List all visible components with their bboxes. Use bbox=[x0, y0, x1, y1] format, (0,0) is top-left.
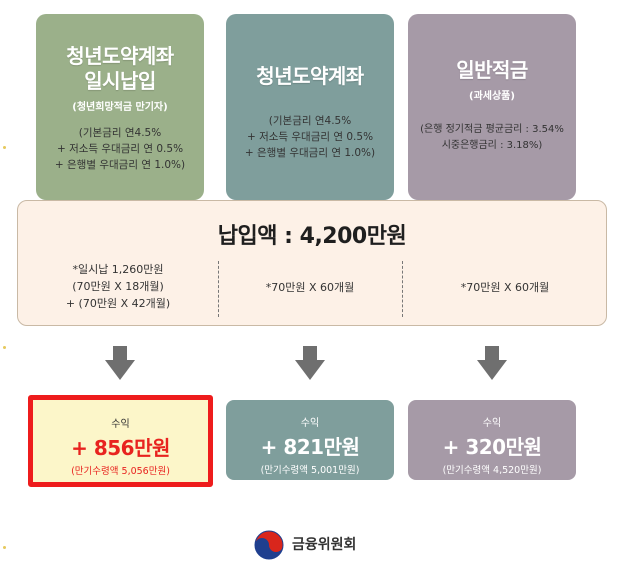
payment-line: (70만원 X 18개월) bbox=[72, 280, 164, 293]
decor-dot bbox=[3, 146, 6, 149]
result-card-youth-lump-sum: 수익 + 856만원 (만기수령액 5,056만원) bbox=[28, 395, 213, 487]
product-card-youth-account: 청년도약계좌 (기본금리 연4.5% + 저소득 우대금리 연 0.5% + 은… bbox=[226, 14, 394, 200]
rate-line: + 은행별 우대금리 연 1.0%) bbox=[54, 159, 186, 171]
payment-line: + (70만원 X 42개월) bbox=[65, 297, 171, 310]
fsc-logo-icon bbox=[254, 530, 284, 560]
rate-line: (은행 정기적금 평균금리 : 3.54% bbox=[420, 124, 564, 135]
product-card-general-savings: 일반적금 (과세상품) (은행 정기적금 평균금리 : 3.54% 시중은행금리… bbox=[408, 14, 576, 200]
product-title-line1: 청년도약계좌 bbox=[256, 64, 364, 88]
product-card-youth-lump-sum: 청년도약계좌 일시납입 (청년희망적금 만기자) (기본금리 연4.5% + 저… bbox=[36, 14, 204, 200]
result-card-youth-account: 수익 + 821만원 (만기수령액 5,001만원) bbox=[226, 400, 394, 480]
payment-line: *일시납 1,260만원 bbox=[72, 263, 164, 276]
rate-line: 시중은행금리 : 3.18%) bbox=[441, 140, 543, 151]
product-subtitle: (청년희망적금 만기자) bbox=[72, 102, 168, 113]
product-title-line2: 일시납입 bbox=[84, 69, 156, 93]
decor-dot bbox=[3, 346, 6, 349]
payment-panel: 납입액 : 4,200만원 *일시납 1,260만원 (70만원 X 18개월)… bbox=[17, 200, 607, 326]
rate-line: + 저소득 우대금리 연 0.5% bbox=[246, 131, 374, 143]
result-value: + 821만원 bbox=[260, 435, 360, 459]
payment-col-1: *일시납 1,260만원 (70만원 X 18개월) + (70만원 X 42개… bbox=[18, 261, 218, 312]
rate-line: + 저소득 우대금리 연 0.5% bbox=[56, 143, 184, 155]
column-divider bbox=[402, 261, 403, 317]
result-note: (만기수령액 5,001만원) bbox=[260, 465, 360, 476]
decor-dot bbox=[3, 546, 6, 549]
down-arrow-icon bbox=[477, 346, 507, 382]
payment-title: 납입액 : 4,200만원 bbox=[217, 224, 407, 249]
footer-org-name: 금융위원회 bbox=[292, 537, 357, 553]
result-label: 수익 bbox=[300, 418, 320, 429]
payment-col-2: *70만원 X 60개월 bbox=[265, 281, 355, 294]
product-rates: (기본금리 연4.5% + 저소득 우대금리 연 0.5% + 은행별 우대금리… bbox=[36, 125, 204, 173]
result-value: + 320만원 bbox=[442, 435, 542, 459]
product-title-line1: 일반적금 bbox=[456, 58, 528, 82]
result-label: 수익 bbox=[111, 419, 130, 430]
product-rates: (기본금리 연4.5% + 저소득 우대금리 연 0.5% + 은행별 우대금리… bbox=[226, 113, 394, 161]
column-divider bbox=[218, 261, 219, 317]
result-note: (만기수령액 4,520만원) bbox=[442, 465, 542, 476]
result-card-general-savings: 수익 + 320만원 (만기수령액 4,520만원) bbox=[408, 400, 576, 480]
down-arrow-icon bbox=[105, 346, 135, 382]
down-arrow-icon bbox=[295, 346, 325, 382]
result-value: + 856만원 bbox=[71, 436, 170, 460]
payment-col-3: *70만원 X 60개월 bbox=[460, 281, 550, 294]
result-note: (만기수령액 5,056만원) bbox=[71, 466, 170, 477]
product-subtitle: (과세상품) bbox=[469, 91, 515, 102]
rate-line: + 은행별 우대금리 연 1.0%) bbox=[244, 147, 376, 159]
product-rates: (은행 정기적금 평균금리 : 3.54% 시중은행금리 : 3.18%) bbox=[408, 122, 576, 154]
rate-line: (기본금리 연4.5% bbox=[268, 115, 352, 127]
product-title-line1: 청년도약계좌 bbox=[66, 44, 174, 68]
result-label: 수익 bbox=[482, 418, 502, 429]
rate-line: (기본금리 연4.5% bbox=[78, 127, 162, 139]
